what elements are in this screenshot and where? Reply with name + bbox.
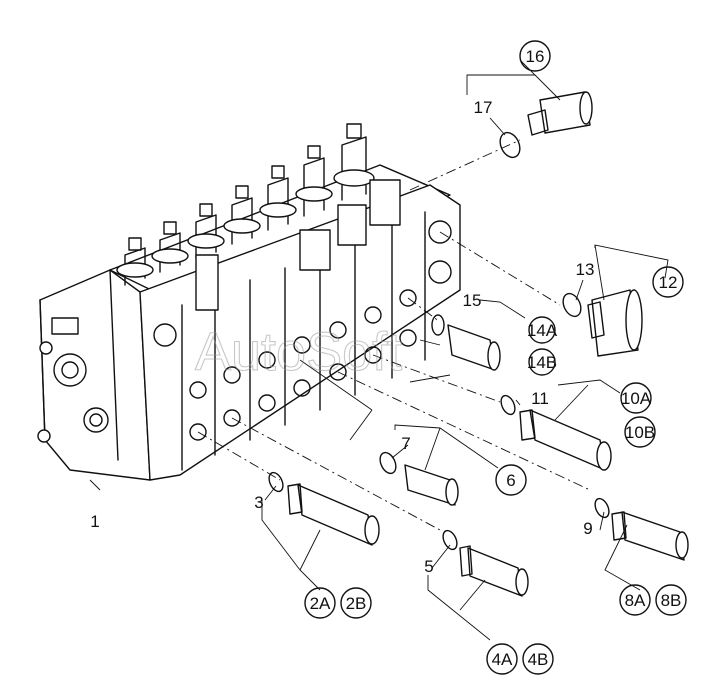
callout-2a: 2A: [310, 594, 331, 613]
seal-ring-11: [500, 394, 516, 416]
callout-7: 7: [401, 434, 410, 453]
callout-12: 12: [659, 273, 678, 292]
seal-ring-15: [431, 314, 445, 336]
watermark: AutoSoft: [195, 322, 402, 382]
callout-8b: 8B: [661, 591, 682, 610]
callout-13: 13: [576, 260, 595, 279]
callout-4a: 4A: [492, 650, 513, 669]
callout-15: 15: [463, 291, 482, 310]
callout-10a: 10A: [621, 389, 652, 408]
fitting-16: [527, 91, 593, 136]
fitting-12: [587, 289, 643, 357]
seal-ring-9: [594, 497, 610, 519]
callout-8a: 8A: [625, 591, 646, 610]
center-lines: [197, 139, 591, 531]
spool-handles: [116, 123, 401, 311]
callout-6: 6: [506, 471, 515, 490]
callout-10b: 10B: [625, 423, 655, 442]
seal-ring-3: [268, 471, 284, 493]
control-valve-assembly: [37, 123, 461, 481]
callout-11: 11: [531, 389, 549, 408]
callout-14b: 14B: [527, 353, 557, 372]
callout-labels: 16 12 14A 14B 10A 10B 6 8A 8B 2A 2B 4A 4…: [90, 40, 687, 675]
callout-5: 5: [424, 557, 433, 576]
fitting-6: [404, 464, 459, 506]
seal-ring-5: [442, 529, 458, 551]
seal-ring-17: [499, 131, 521, 159]
callout-14a: 14A: [527, 321, 558, 340]
fitting-8: [611, 511, 689, 561]
fitting-14: [447, 324, 501, 371]
callout-2b: 2B: [346, 594, 367, 613]
callout-4b: 4B: [528, 650, 549, 669]
callout-16: 16: [526, 47, 545, 66]
seal-ring-13: [562, 292, 582, 318]
callout-9: 9: [583, 519, 592, 538]
callout-17: 17: [474, 98, 493, 117]
fitting-4: [459, 545, 529, 597]
fitting-2: [287, 483, 380, 546]
callout-1: 1: [90, 512, 99, 531]
fitting-10: [519, 409, 612, 471]
callout-leaders: [89, 59, 669, 641]
valve-sections: [153, 211, 452, 471]
seal-ring-7: [379, 451, 397, 475]
callout-3: 3: [254, 493, 263, 512]
